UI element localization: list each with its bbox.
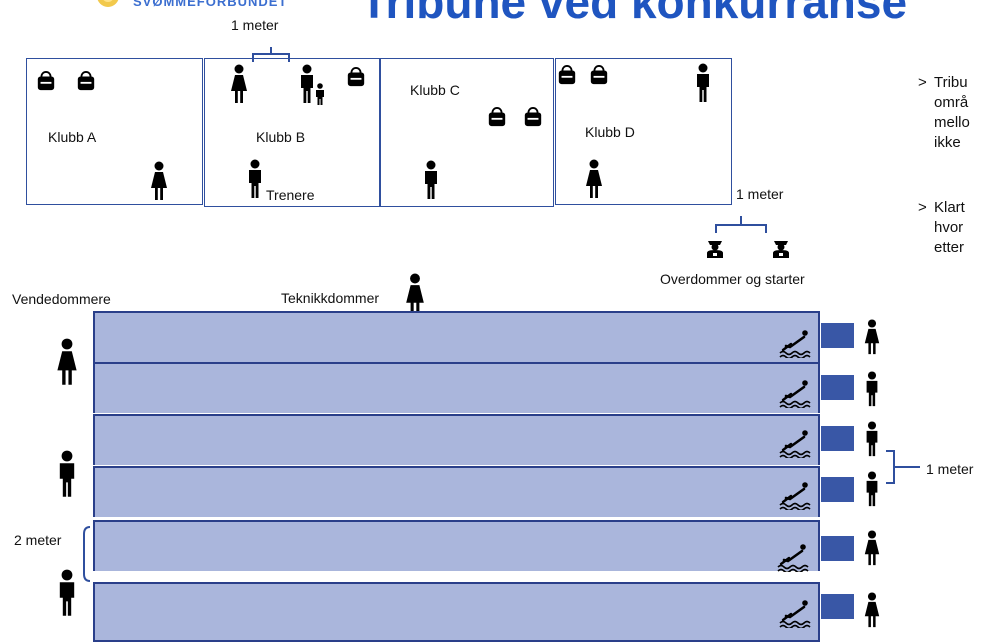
swimmer-icon: [776, 544, 810, 572]
bag-icon: [487, 107, 507, 127]
timekeeper-woman-icon: [863, 318, 881, 356]
pool-lane-3: [93, 414, 820, 465]
pool-lane-5: [93, 520, 820, 571]
club-d-label: Klubb D: [585, 124, 635, 140]
federation-logo-text: SVØMMEFORBUNDET: [133, 0, 288, 9]
bag-icon: [76, 71, 96, 91]
timekeeper-man-icon: [863, 470, 881, 508]
turn-judge-man-icon: [55, 566, 79, 620]
turn-judge-woman-icon: [55, 338, 79, 386]
starting-block: [821, 477, 854, 502]
bag-icon: [557, 65, 577, 85]
technical-judge-label: Teknikkdommer: [281, 290, 380, 306]
club-a-box: [26, 58, 203, 205]
referee-spacing-label: 1 meter: [736, 186, 784, 202]
bag-icon: [523, 107, 543, 127]
pool-lane-2: [93, 362, 820, 413]
woman-icon: [229, 63, 249, 105]
lane-spacing-bracket: [83, 526, 91, 582]
man-icon: [245, 159, 265, 199]
club-c-label: Klubb C: [410, 82, 460, 98]
pool-lane-1: [93, 311, 820, 362]
club-spacing-bracket: [252, 47, 290, 62]
referee-officer-icon: [704, 236, 726, 258]
pool-lane-6: [93, 582, 820, 642]
starter-officer-icon: [770, 236, 792, 258]
coaches-label: Trenere: [266, 187, 315, 203]
woman-icon: [149, 160, 169, 202]
bullet-line: mello: [934, 114, 970, 131]
woman-icon: [584, 158, 604, 200]
club-c-box: [380, 58, 554, 207]
slide-title: Tribune ved konkurranse: [360, 0, 908, 28]
lane-spacing-label: 2 meter: [14, 532, 62, 548]
swimmer-icon: [778, 330, 812, 358]
starting-block: [821, 323, 854, 348]
bullet-line: hvor: [934, 219, 964, 236]
timekeeper-woman-icon: [863, 590, 881, 630]
starting-block: [821, 594, 854, 619]
timer-spacing-bracket: [886, 450, 920, 484]
bullet-marker: >: [918, 199, 927, 216]
turn-judges-label: Vendedommere: [12, 291, 111, 307]
timekeeper-man-icon: [863, 420, 881, 458]
man-icon: [421, 160, 441, 200]
bullet-line: ikke: [934, 134, 961, 151]
timer-spacing-label: 1 meter: [926, 461, 974, 477]
turn-judge-man-icon: [55, 450, 79, 498]
bag-icon: [589, 65, 609, 85]
starting-block: [821, 426, 854, 451]
swimmer-icon: [778, 380, 812, 408]
timekeeper-man-icon: [863, 370, 881, 408]
bullet-marker: >: [918, 74, 927, 91]
starting-block: [821, 375, 854, 400]
pool-lane-4: [93, 466, 820, 517]
club-a-label: Klubb A: [48, 129, 97, 145]
club-b-label: Klubb B: [256, 129, 306, 145]
swimmer-icon: [778, 600, 812, 628]
bullet-line: Klart: [934, 199, 965, 216]
swimmer-icon: [778, 430, 812, 458]
bullet-line: Tribu: [934, 74, 968, 91]
federation-logo-icon: [97, 0, 119, 7]
bag-icon: [36, 71, 56, 91]
bullet-line: områ: [934, 94, 969, 111]
timekeeper-woman-icon: [863, 528, 881, 568]
man-icon: [693, 63, 713, 103]
bullet-line: etter: [934, 239, 965, 256]
club-spacing-label: 1 meter: [231, 17, 279, 33]
swimmer-icon: [778, 482, 812, 510]
referee-label: Overdommer og starter: [660, 271, 805, 287]
bag-icon: [346, 67, 366, 87]
child-icon: [314, 83, 326, 105]
referee-spacing-bracket: [715, 216, 767, 233]
starting-block: [821, 536, 854, 561]
